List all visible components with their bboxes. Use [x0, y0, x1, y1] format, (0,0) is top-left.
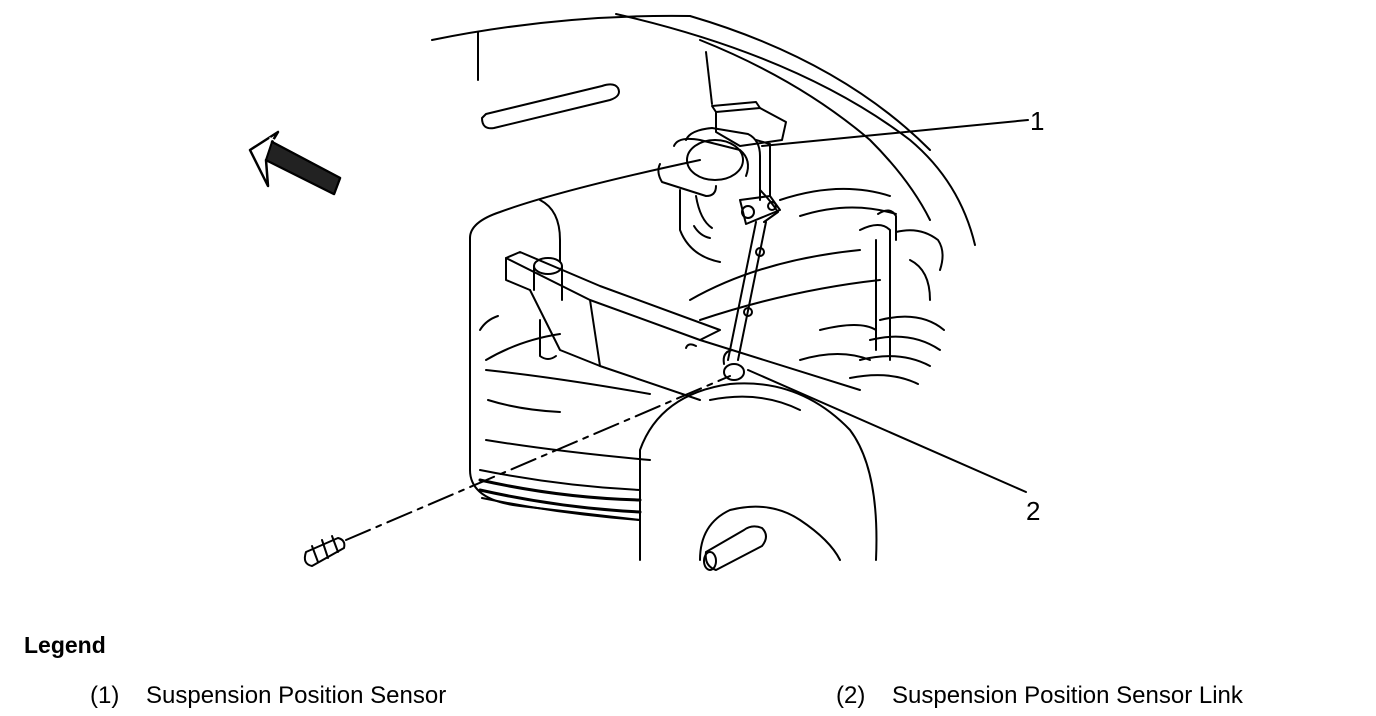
legend-title: Legend [24, 632, 106, 658]
lower-bracket [505, 249, 881, 401]
legend-item-number: (2) [836, 682, 866, 709]
callout-2: 2 [1026, 496, 1041, 526]
legend-item-1: (1) Suspension Position Sensor [90, 682, 446, 710]
leader-line-1 [761, 119, 1029, 147]
brake-rotor [639, 382, 878, 561]
legend-item-2: (2) Suspension Position Sensor Link [836, 682, 1243, 710]
legend-item-label: Suspension Position Sensor [146, 682, 447, 709]
callout-1: 1 [1030, 106, 1045, 136]
legend-item-number: (1) [90, 682, 120, 709]
frame-housing [469, 159, 701, 521]
suspension-position-sensor-link [722, 221, 767, 381]
leader-line-2 [747, 369, 1027, 493]
wheel-well-arcs [431, 13, 976, 246]
bolt-alignment-line [345, 375, 731, 541]
suspension-position-sensor [657, 101, 787, 263]
suspension-sensor-illustration [248, 13, 1029, 571]
right-structure [779, 187, 945, 385]
upper-rod [481, 83, 620, 130]
mounting-bolt [303, 535, 346, 567]
forward-arrow-icon [248, 130, 342, 196]
wheel-stud [703, 525, 767, 571]
legend-item-label: Suspension Position Sensor Link [892, 682, 1243, 709]
